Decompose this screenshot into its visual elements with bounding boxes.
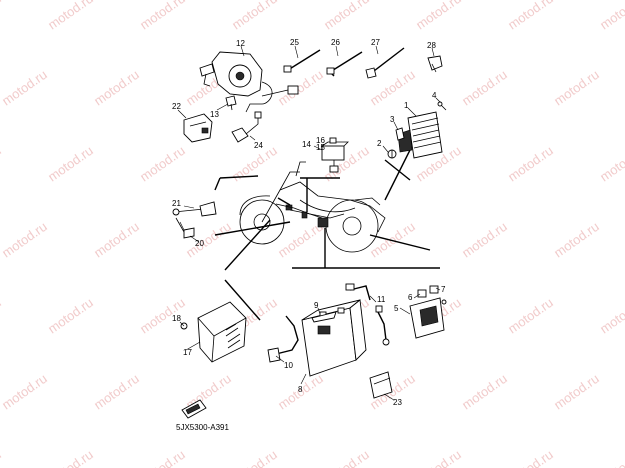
callout-14: 14 xyxy=(302,140,311,149)
callout-leaders xyxy=(177,45,441,401)
watermark-text: motod.ru xyxy=(597,143,625,185)
cable-band-26[interactable] xyxy=(326,51,363,77)
fuse-box-part[interactable] xyxy=(409,285,447,339)
watermark-text: motod.ru xyxy=(275,67,326,109)
clamp-28[interactable] xyxy=(427,55,443,73)
callout-1: 1 xyxy=(404,101,409,110)
cable-band-27[interactable] xyxy=(365,47,405,79)
motorcycle-silhouette xyxy=(239,161,386,253)
watermark-text: motod.ru xyxy=(45,447,96,468)
watermark-text: motod.ru xyxy=(91,67,142,109)
watermark-text: motod.ru xyxy=(0,295,4,337)
callout-8: 8 xyxy=(298,385,303,394)
watermark-text: motod.ru xyxy=(91,219,142,261)
callout-11: 11 xyxy=(377,295,386,304)
watermark-text: motod.ru xyxy=(413,0,464,32)
callout-17: 17 xyxy=(183,348,192,357)
callout-26: 26 xyxy=(331,38,340,47)
bolt-2[interactable] xyxy=(387,149,397,159)
rectifier-regulator-part[interactable] xyxy=(397,111,443,159)
callout-6: 6 xyxy=(408,293,413,302)
callout-18: 18 xyxy=(172,314,181,323)
switch-lead-part[interactable] xyxy=(231,111,262,143)
callout-23: 23 xyxy=(393,398,402,407)
battery-part[interactable] xyxy=(301,299,367,377)
watermark-text: motod.ru xyxy=(0,447,4,468)
main-switch-part[interactable] xyxy=(199,51,299,113)
callout-15: 15 xyxy=(316,143,325,152)
watermark-text: motod.ru xyxy=(45,295,96,337)
spare-fuse-icon xyxy=(181,399,207,419)
watermark-text: motod.ru xyxy=(0,67,50,109)
watermark-text: motod.ru xyxy=(0,371,50,413)
watermark-text: motod.ru xyxy=(0,0,4,32)
bolt-3[interactable] xyxy=(395,127,405,141)
relay-part[interactable] xyxy=(321,137,349,173)
group-leader-lines xyxy=(214,149,440,321)
callout-numbers: 12 13 22 24 25 26 27 28 4 1 3 2 16 15 14… xyxy=(172,38,446,407)
watermark-text: motod.ru xyxy=(0,219,50,261)
callout-22: 22 xyxy=(172,102,181,111)
callout-13: 13 xyxy=(210,110,219,119)
watermark-text: motod.ru xyxy=(0,143,4,185)
watermark-text: motod.ru xyxy=(551,219,602,261)
watermark-text: motod.ru xyxy=(229,0,280,32)
callout-28: 28 xyxy=(427,41,436,50)
battery-holder-10[interactable] xyxy=(267,315,299,363)
watermark-text: motod.ru xyxy=(597,447,625,468)
callout-24: 24 xyxy=(254,141,263,150)
callout-2: 2 xyxy=(377,139,382,148)
watermark-text: motod.ru xyxy=(505,143,556,185)
callout-5: 5 xyxy=(394,304,399,313)
watermark-text: motod.ru xyxy=(551,371,602,413)
watermark-text: motod.ru xyxy=(459,67,510,109)
watermark-text: motod.ru xyxy=(45,143,96,185)
cable-band-25[interactable] xyxy=(283,49,321,73)
watermark-text: motod.ru xyxy=(321,447,372,468)
watermark-text: motod.ru xyxy=(229,447,280,468)
bolt-13[interactable] xyxy=(225,95,237,111)
watermark-text: motod.ru xyxy=(459,371,510,413)
callout-21: 21 xyxy=(172,199,181,208)
battery-cable-11[interactable] xyxy=(345,283,390,346)
watermark-text: motod.ru xyxy=(137,447,188,468)
callout-12: 12 xyxy=(236,39,245,48)
battery-band-9[interactable] xyxy=(311,311,337,323)
watermark-text: motod.ru xyxy=(597,0,625,32)
watermark-text: motod.ru xyxy=(45,0,96,32)
callout-20: 20 xyxy=(195,239,204,248)
watermark-text: motod.ru xyxy=(597,295,625,337)
watermark-text: motod.ru xyxy=(413,447,464,468)
callout-3: 3 xyxy=(390,115,395,124)
callout-16: 16 xyxy=(316,136,325,145)
bolt-4[interactable] xyxy=(437,101,447,111)
watermark-text: motod.ru xyxy=(505,447,556,468)
watermark-text: motod.ru xyxy=(459,219,510,261)
watermark-text: motod.ru xyxy=(505,0,556,32)
watermark-text: motod.ru xyxy=(183,219,234,261)
watermark-text: motod.ru xyxy=(367,219,418,261)
callout-7: 7 xyxy=(441,285,446,294)
watermark-text: motod.ru xyxy=(137,0,188,32)
diagram-code-label: 5JX5300-A391 xyxy=(176,423,229,432)
watermark-text: motod.ru xyxy=(137,143,188,185)
callout-9: 9 xyxy=(314,301,319,310)
callout-10: 10 xyxy=(284,361,293,370)
callout-4: 4 xyxy=(432,91,437,100)
watermark-text: motod.ru xyxy=(321,0,372,32)
watermark-text: motod.ru xyxy=(551,67,602,109)
callout-25: 25 xyxy=(290,38,299,47)
starter-relay-23[interactable] xyxy=(369,371,393,399)
horn-part[interactable] xyxy=(183,113,213,143)
callout-27: 27 xyxy=(371,38,380,47)
watermark-text: motod.ru xyxy=(505,295,556,337)
ecu-unit-part[interactable] xyxy=(197,301,247,363)
sensor-19-21-part[interactable] xyxy=(172,201,217,239)
watermark-text: motod.ru xyxy=(91,371,142,413)
